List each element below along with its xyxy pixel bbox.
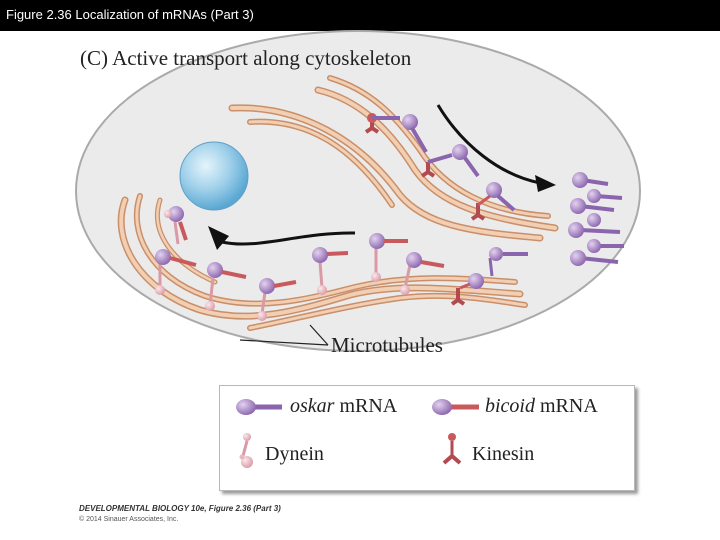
bicoid-mrna-legend-icon <box>432 399 479 415</box>
panel-title: (C) Active transport along cytoskeleton <box>80 46 411 71</box>
microtubules-label: Microtubules <box>331 333 443 358</box>
legend: oskar mRNA bicoid mRNA Dynein Kinesin <box>219 385 635 491</box>
kinesin-label: Kinesin <box>472 443 534 466</box>
dynein-legend-icon <box>240 433 254 468</box>
credit-line-1: DEVELOPMENTAL BIOLOGY 10e, Figure 2.36 (… <box>79 504 281 513</box>
nucleus <box>180 142 248 210</box>
credit-line-2: © 2014 Sinauer Associates, Inc. <box>79 516 178 523</box>
bicoid-mrna-label: bicoid mRNA <box>485 395 598 418</box>
oskar-mrna-label: oskar mRNA <box>290 395 397 418</box>
oskar-mrna-legend-icon <box>236 399 282 415</box>
dynein-label: Dynein <box>265 443 324 466</box>
kinesin-legend-icon <box>444 433 460 463</box>
